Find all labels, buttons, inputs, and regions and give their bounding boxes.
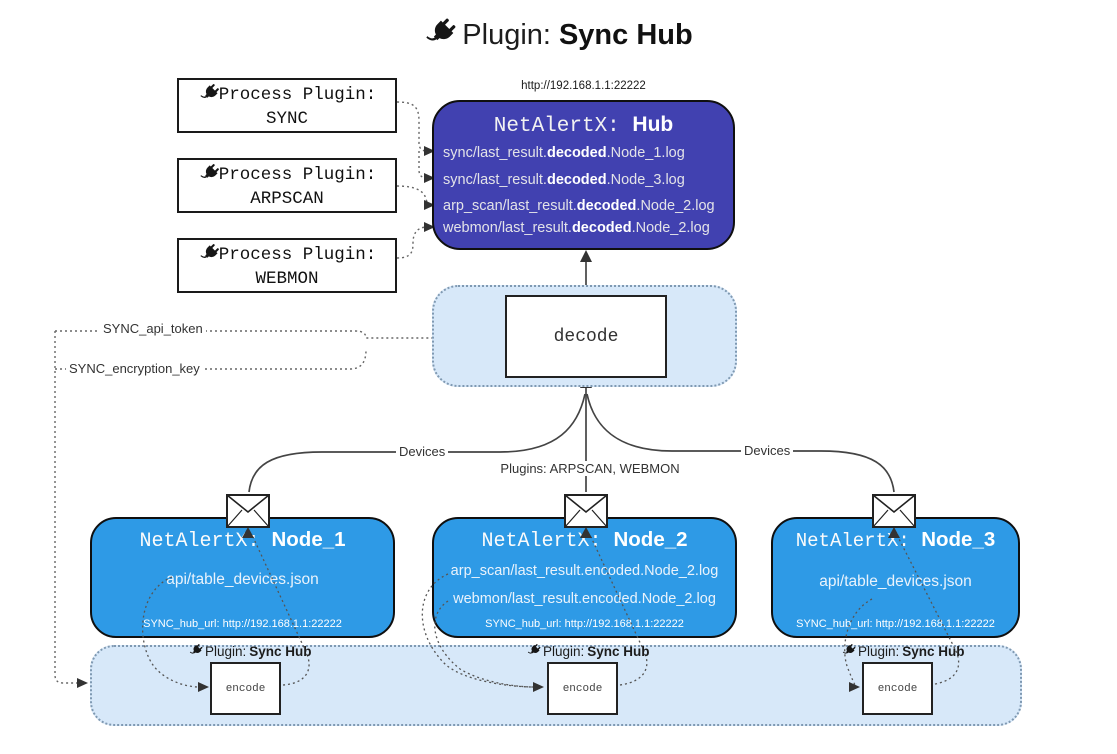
process-plugin-sync: Process Plugin: SYNC	[177, 78, 397, 133]
process-plugin-arpscan: Process Plugin: ARPSCAN	[177, 158, 397, 213]
node2-hub-url: SYNC_hub_url: http://192.168.1.1:22222	[485, 618, 684, 630]
arrowhead	[77, 678, 88, 688]
hub-node: NetAlertX: Hub sync/last_result.decoded.…	[432, 100, 735, 250]
node3-file: api/table_devices.json	[819, 573, 972, 590]
hub-log-line: webmon/last_result.decoded.Node_2.log	[443, 220, 710, 236]
node3-title: NetAlertX: Node_3	[795, 528, 996, 552]
sync-api-token-label: SYNC_api_token	[100, 321, 206, 336]
node1-box: NetAlertX: Node_1 api/table_devices.json…	[90, 517, 395, 638]
arrowhead	[580, 250, 592, 262]
process-plugin-webmon: Process Plugin: WEBMON	[177, 238, 397, 293]
process-plugin-name: WEBMON	[255, 268, 319, 289]
encoder-plugin-label-1: Plugin:Sync Hub	[189, 643, 312, 659]
node3-box: NetAlertX: Node_3 api/table_devices.json…	[771, 517, 1020, 638]
encoder-plugin-label-2: Plugin:Sync Hub	[527, 643, 650, 659]
plug-icon	[523, 641, 544, 662]
hub-title-prefix: NetAlertX:	[493, 115, 620, 138]
node2-file: webmon/last_result.encoded.Node_2.log	[453, 591, 716, 607]
node2-box: NetAlertX: Node_2 arp_scan/last_result.e…	[432, 517, 737, 638]
edge-arpscan-to-hub	[396, 185, 428, 203]
encode-box-3: encode	[862, 662, 933, 715]
title-prefix: Plugin:	[462, 18, 551, 51]
node2-title: NetAlertX: Node_2	[481, 528, 688, 553]
page-title: Plugin: Sync Hub	[0, 16, 1117, 54]
encode-box-2: encode	[547, 662, 618, 715]
hub-title: NetAlertX: Hub	[434, 113, 733, 138]
node1-title: NetAlertX: Node_1	[139, 528, 346, 553]
process-plugin-label: Process Plugin:	[218, 244, 377, 265]
edge-token-to-encoders	[54, 331, 80, 684]
node1-file: api/table_devices.json	[166, 571, 319, 588]
process-plugin-name: SYNC	[265, 108, 308, 129]
process-plugin-label: Process Plugin:	[218, 164, 377, 185]
sync-encryption-key-label: SYNC_encryption_key	[66, 361, 203, 376]
edge-sync-to-hub-1	[396, 101, 428, 152]
plug-icon	[838, 641, 859, 662]
edge-node1-to-decode	[248, 393, 586, 493]
process-plugin-name: ARPSCAN	[250, 188, 324, 209]
plug-icon	[191, 79, 223, 111]
hub-log-line: arp_scan/last_result.decoded.Node_2.log	[443, 198, 715, 214]
decode-box: decode	[505, 295, 667, 378]
plug-icon	[191, 239, 223, 271]
node3-hub-url: SYNC_hub_url: http://192.168.1.1:22222	[796, 618, 995, 630]
hub-url-label: http://192.168.1.1:22222	[521, 80, 646, 92]
edge-webmon-to-hub	[396, 226, 427, 259]
devices-label-left: Devices	[396, 444, 449, 459]
plug-icon	[191, 159, 223, 191]
envelope-icon	[226, 494, 270, 528]
encoder-plugin-label-3: Plugin:Sync Hub	[842, 643, 965, 659]
plug-icon	[415, 11, 463, 59]
edge-sync-to-hub-2	[418, 151, 428, 179]
encode-box-1: encode	[210, 662, 281, 715]
devices-label-right: Devices	[741, 443, 794, 458]
hub-log-line: sync/last_result.decoded.Node_1.log	[443, 145, 685, 161]
node2-file: arp_scan/last_result.encoded.Node_2.log	[450, 563, 719, 579]
process-plugin-label: Process Plugin:	[218, 84, 377, 105]
title-name: Sync Hub	[558, 18, 693, 51]
node1-hub-url: SYNC_hub_url: http://192.168.1.1:22222	[143, 618, 342, 630]
hub-title-name: Hub	[632, 113, 674, 136]
plug-icon	[185, 641, 206, 662]
envelope-icon	[564, 494, 608, 528]
plugins-label: Plugins: ARPSCAN, WEBMON	[432, 461, 748, 476]
hub-log-line: sync/last_result.decoded.Node_3.log	[443, 172, 685, 188]
envelope-icon	[872, 494, 916, 528]
